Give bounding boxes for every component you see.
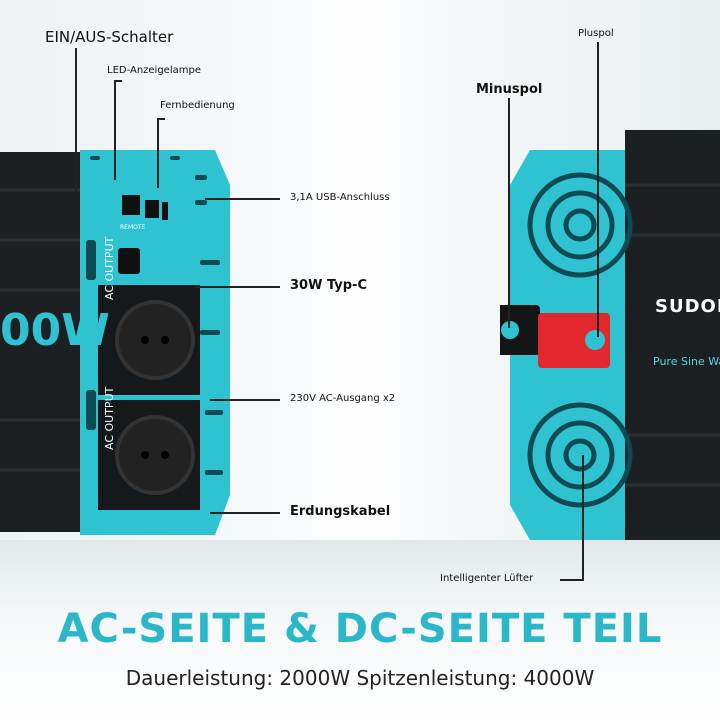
led-callout-tick [114, 80, 122, 82]
remote-callout-tick [157, 118, 165, 120]
dc-side-device [500, 130, 720, 540]
usb-callout-line [205, 198, 280, 200]
headline: AC-SEITE & DC-SEITE TEIL [57, 606, 663, 652]
ac-output-label-bottom: AC OUTPUT [103, 386, 116, 450]
label-ground: Erdungskabel [290, 504, 391, 519]
led-callout-line [114, 80, 116, 180]
fan-callout-line [582, 455, 584, 580]
wattage-text: 00W [0, 305, 110, 356]
floor-reflection [0, 540, 720, 720]
label-ac-out: 230V AC-Ausgang x2 [290, 393, 396, 404]
fan-callout-tick [560, 579, 584, 581]
remote-callout-line [157, 118, 159, 188]
label-led: LED-Anzeigelampe [107, 65, 201, 76]
ac-output-label-top: AC OUTPUT [103, 236, 116, 300]
remote-port-label: REMOTE [120, 224, 146, 231]
tagline: Pure Sine Wave [653, 355, 720, 368]
ac-side-device [0, 150, 230, 535]
label-plus: Pluspol [578, 28, 614, 39]
minus-callout-line [508, 98, 510, 328]
switch-callout-line [75, 48, 77, 193]
label-fan: Intelligenter Lüfter [440, 573, 534, 584]
brand-logo: SUDOKE [655, 296, 720, 317]
typec-callout-line [195, 286, 280, 288]
ac-out-callout-line [210, 399, 280, 401]
plus-callout-line [597, 42, 599, 337]
label-minus: Minuspol [476, 82, 543, 97]
label-typec: 30W Typ-C [290, 278, 367, 293]
label-usb: 3,1A USB-Anschluss [290, 192, 390, 203]
spec-line: Dauerleistung: 2000W Spitzenleistung: 40… [125, 666, 595, 690]
label-remote: Fernbedienung [160, 100, 235, 111]
label-switch: EIN/AUS-Schalter [45, 28, 174, 46]
ground-callout-line [210, 512, 280, 514]
